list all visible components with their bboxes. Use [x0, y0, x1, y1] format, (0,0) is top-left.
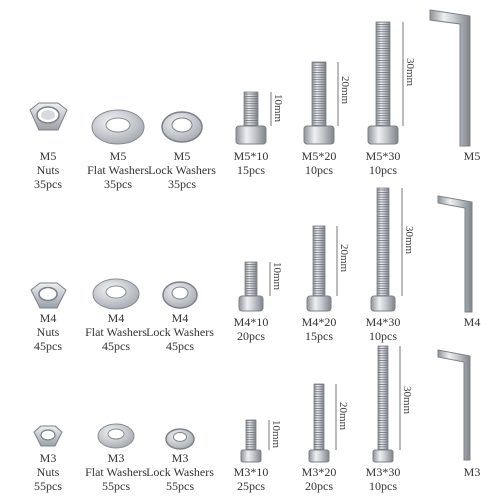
screw-label: M3*20 20pcs [289, 465, 349, 493]
screw-label: M5*20 10pcs [289, 149, 349, 177]
item-qty: 55pcs [102, 479, 130, 493]
screw-qty: 15pcs [237, 163, 265, 177]
screw-size: M4*30 [365, 315, 401, 329]
nut-label: M5 Nuts 35pcs [18, 149, 78, 191]
hex-wrench-m4 [437, 195, 473, 313]
item-size: M3 [107, 451, 125, 465]
flat-washer-m5 [91, 109, 145, 145]
hex-wrench-m5 [429, 9, 471, 147]
nut-m5 [29, 102, 68, 131]
screw-size: M3*30 [365, 465, 401, 479]
screw-qty: 20pcs [305, 479, 333, 493]
lock-washer-label: M3 Lock Washers 55pcs [138, 451, 222, 493]
lock-washer-label: M5 Lock Washers 35pcs [140, 149, 224, 191]
screw-m3-30 [372, 345, 401, 463]
item-qty: 35pcs [34, 177, 62, 191]
screw-length-label: 30mm [404, 58, 416, 87]
item-qty: 55pcs [166, 479, 194, 493]
item-qty: 45pcs [34, 339, 62, 353]
screw-size: M5*30 [365, 149, 401, 163]
item-type: Nuts [36, 163, 60, 177]
nut-label: M3 Nuts 55pcs [18, 451, 78, 493]
nut-m4 [30, 282, 67, 309]
screw-length-label: 10mm [271, 262, 283, 291]
screw-qty: 10pcs [369, 163, 397, 177]
item-qty: 35pcs [168, 177, 196, 191]
screw-qty: 15pcs [305, 329, 333, 343]
screw-m5-20 [303, 61, 339, 145]
screw-size: M3*10 [233, 465, 269, 479]
item-size: M4 [107, 311, 125, 325]
screw-length-label: 10mm [270, 420, 282, 449]
lock-washer-m3 [165, 428, 195, 450]
item-size: M4 [171, 311, 189, 325]
item-type: Lock Washers [146, 325, 214, 339]
hex-wrench-m3 [437, 349, 471, 461]
screw-m3-10 [240, 419, 270, 463]
screw-size: M5*20 [301, 149, 337, 163]
lock-washer-m5 [161, 111, 203, 143]
screw-qty: 20pcs [237, 329, 265, 343]
screw-m5-30 [367, 21, 404, 145]
item-size: M5 [173, 149, 191, 163]
screw-qty: 10pcs [369, 479, 397, 493]
flat-washer-m4 [92, 278, 140, 310]
item-type: Nuts [36, 325, 60, 339]
screw-label: M3*10 25pcs [221, 465, 281, 493]
screw-label: M5*30 10pcs [353, 149, 413, 177]
screw-length-label: 30mm [401, 386, 413, 415]
wrench-label: M4 [463, 315, 481, 329]
screw-qty: 10pcs [305, 163, 333, 177]
item-type: Flat Washers [87, 163, 149, 177]
lock-washer-m4 [162, 281, 198, 309]
item-type: Nuts [36, 465, 60, 479]
item-type: Flat Washers [85, 465, 147, 479]
item-qty: 45pcs [102, 339, 130, 353]
screw-size: M4*20 [301, 315, 337, 329]
item-size: M3 [39, 451, 57, 465]
screw-length-label: 20mm [339, 76, 351, 105]
flat-washer-label: M4 Flat Washers 45pcs [74, 311, 158, 353]
flat-washer-label: M5 Flat Washers 35pcs [76, 149, 160, 191]
wrench-label: M5 [463, 149, 481, 163]
screw-label: M4*30 10pcs [353, 315, 413, 343]
lock-washer-label: M4 Lock Washers 45pcs [138, 311, 222, 353]
item-qty: 35pcs [104, 177, 132, 191]
flat-washer-m3 [97, 423, 135, 449]
wrench-label: M3 [463, 465, 481, 479]
screw-length-label: 20mm [338, 244, 350, 273]
screw-length-label: 30mm [403, 226, 415, 255]
screw-label: M5*10 15pcs [221, 149, 281, 177]
item-size: M4 [39, 311, 57, 325]
screw-label: M4*10 20pcs [221, 315, 281, 343]
screw-size: M3*20 [301, 465, 337, 479]
nut-m3 [33, 425, 63, 447]
screw-qty: 25pcs [237, 479, 265, 493]
item-size: M5 [109, 149, 127, 163]
screw-m3-20 [308, 383, 337, 463]
item-qty: 45pcs [166, 339, 194, 353]
nut-label: M4 Nuts 45pcs [18, 311, 78, 353]
screw-m4-30 [370, 187, 403, 312]
flat-washer-label: M3 Flat Washers 55pcs [74, 451, 158, 493]
item-size: M3 [171, 451, 189, 465]
item-type: Lock Washers [148, 163, 216, 177]
screw-label: M4*20 15pcs [289, 315, 349, 343]
screw-label: M3*30 10pcs [353, 465, 413, 493]
item-type: Lock Washers [146, 465, 214, 479]
screw-size: M5*10 [233, 149, 269, 163]
screw-m4-10 [238, 261, 271, 312]
screw-length-label: 10mm [272, 94, 284, 123]
screw-size: M4*10 [233, 315, 269, 329]
item-qty: 55pcs [34, 479, 62, 493]
item-type: Flat Washers [85, 325, 147, 339]
screw-m5-10 [235, 91, 272, 145]
screw-length-label: 20mm [337, 402, 349, 431]
item-size: M5 [39, 149, 57, 163]
screw-m4-20 [306, 225, 338, 312]
screw-qty: 10pcs [369, 329, 397, 343]
